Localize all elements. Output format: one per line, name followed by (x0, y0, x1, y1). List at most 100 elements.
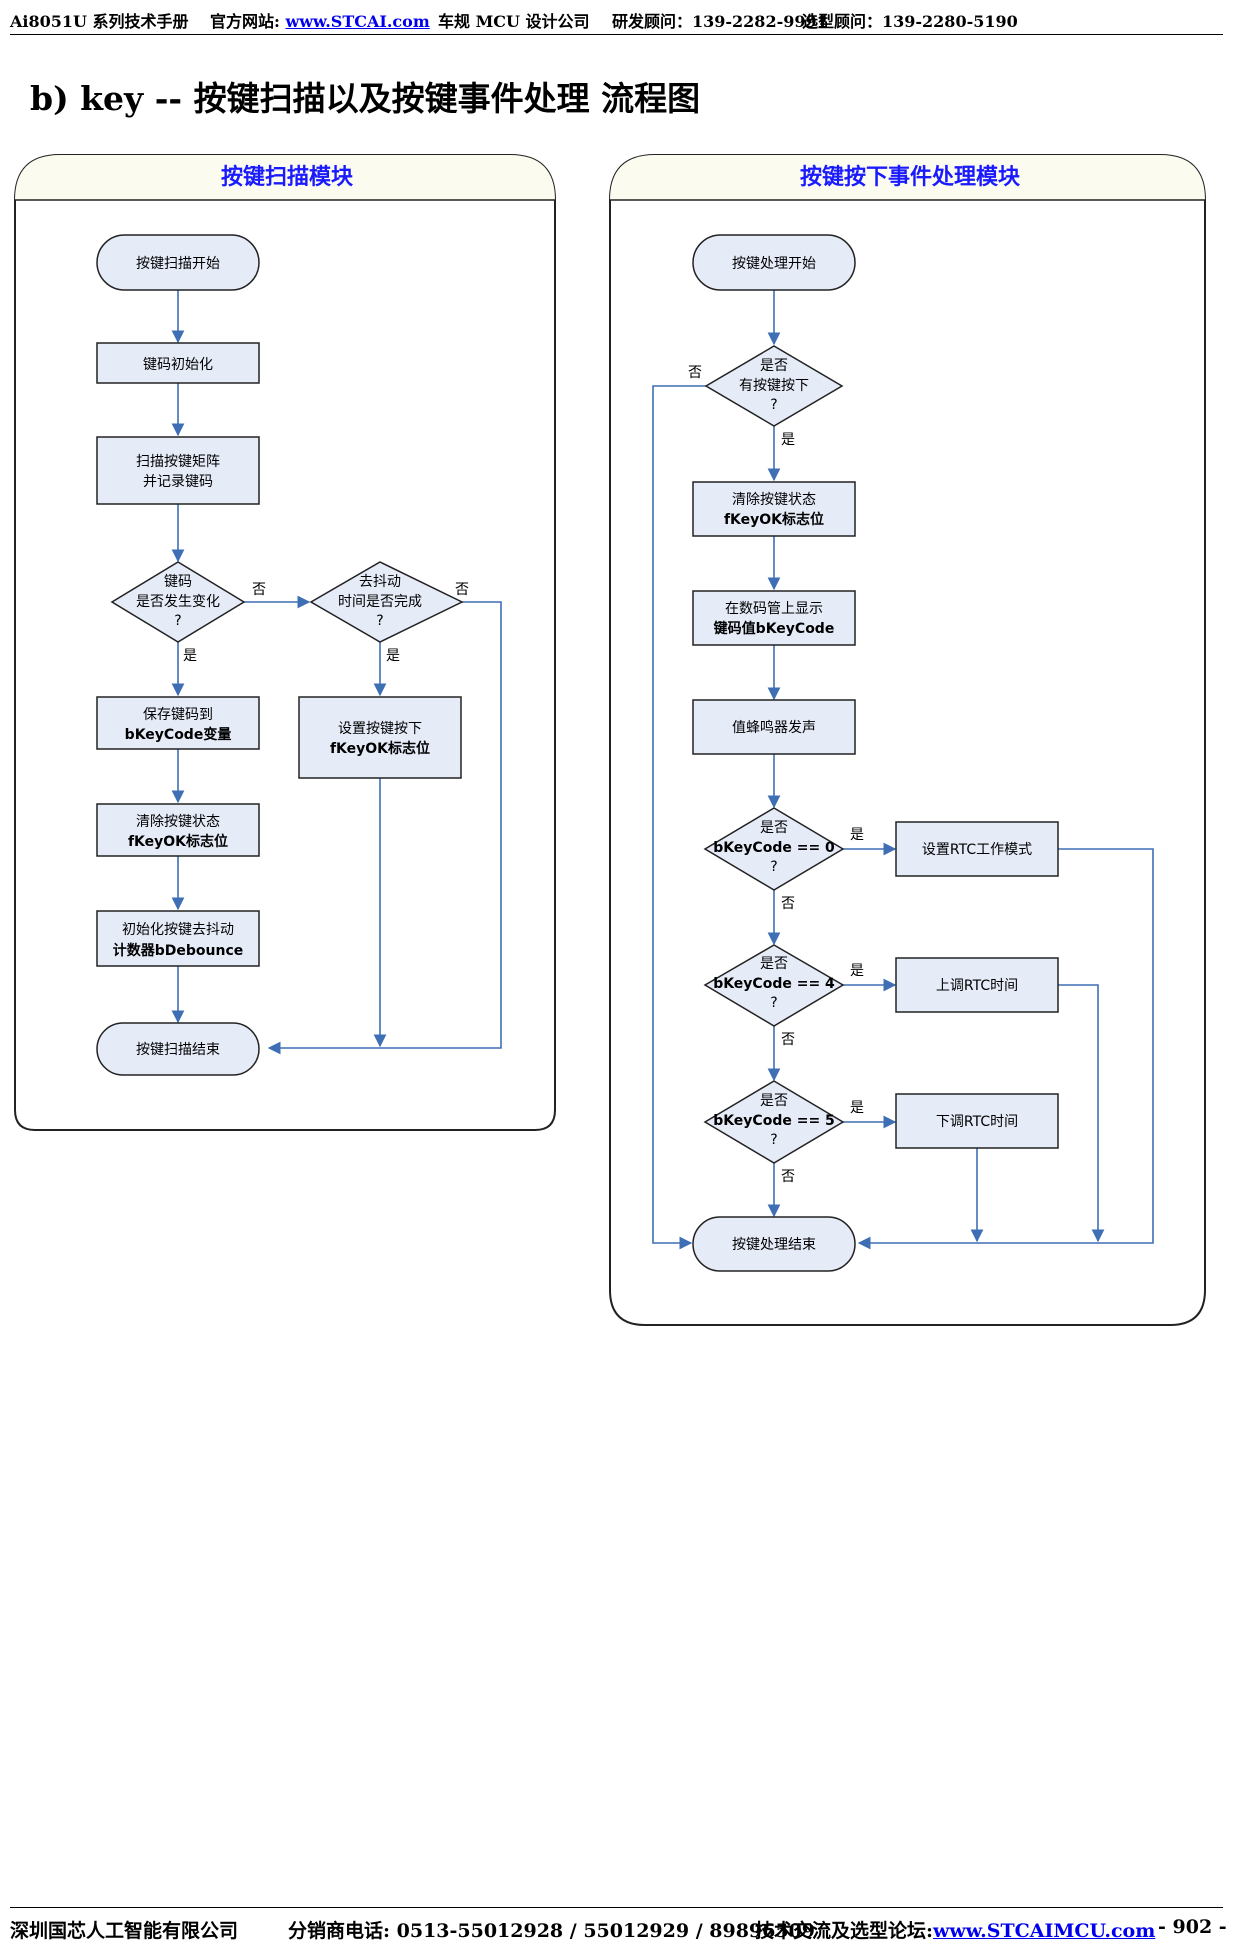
scan-matrix-process: 扫描按键矩阵 并记录键码 (96, 436, 260, 505)
keycode-0-line2: bKeyCode == 0 (713, 840, 835, 856)
right-connectors (652, 290, 1154, 1250)
left-panel-frame (14, 154, 556, 1131)
key-pressed-line3: ? (770, 397, 777, 413)
set-flag-process: 设置按键按下 fKeyOK标志位 (298, 696, 462, 779)
clear-flag-line1: 清除按键状态 (136, 814, 220, 830)
right-clear-flag-line1: 清除按键状态 (732, 492, 816, 508)
keycode-5-decision: 是否 bKeyCode == 5 ? (703, 1080, 845, 1164)
page-header: Ai8051U 系列技术手册 官方网站: www.STCAI.com 车规 MC… (10, 8, 1223, 32)
right-clear-flag-line2: fKeyOK标志位 (724, 511, 824, 528)
key-pressed-decision: 是否 有按键按下 ? (704, 345, 844, 427)
left-panel-header-band (15, 155, 555, 200)
clear-flag-line2: fKeyOK标志位 (128, 833, 228, 850)
debounce-done-decision: 去抖动 时间是否完成 ? (309, 561, 464, 643)
page-number: - 902 - (1158, 1916, 1227, 1938)
keycode-changed-decision: 键码 是否发生变化 ? (110, 561, 246, 643)
display-keycode-process: 在数码管上显示 键码值bKeyCode (692, 590, 856, 646)
website-link[interactable]: www.STCAI.com (285, 12, 430, 31)
selection-consultant: 选型顾问：139-2280-5190 (802, 12, 1018, 31)
forum-link[interactable]: www.STCAIMCU.com (933, 1920, 1156, 1942)
init-counter-line1: 初始化按键去抖动 (122, 921, 234, 938)
right-label-d4-no: 否 (781, 1032, 795, 1048)
right-label-d5-no: 否 (781, 1169, 795, 1185)
right-label-d0-no: 否 (781, 896, 795, 912)
key-pressed-line2: 有按键按下 (739, 378, 809, 394)
set-flag-line1: 设置按键按下 (338, 721, 422, 737)
keycode-0-line3: ? (770, 859, 777, 875)
keycode-4-decision: 是否 bKeyCode == 4 ? (703, 944, 845, 1027)
keycode-4-line3: ? (770, 995, 777, 1011)
company-name: 深圳国芯人工智能有限公司 (10, 1920, 239, 1942)
right-end-terminator: 按键处理结束 (692, 1216, 856, 1272)
save-keycode-line1: 保存键码到 (143, 707, 213, 723)
left-label-changed-yes: 是 (183, 648, 197, 664)
keycode-init-label: 键码初始化 (143, 356, 213, 373)
scan-matrix-line2: 并记录键码 (143, 474, 213, 490)
init-counter-line2: 计数器bDebounce (113, 942, 244, 959)
arrow-debounce-no (267, 601, 502, 1055)
rtc-mode-process: 设置RTC工作模式 (895, 821, 1059, 877)
display-keycode-line2: 键码值bKeyCode (713, 620, 835, 637)
keycode-changed-line1: 键码 (164, 574, 192, 590)
rtc-down-label: 下调RTC时间 (936, 1114, 1018, 1130)
rtc-mode-label: 设置RTC工作模式 (922, 842, 1032, 858)
save-keycode-process: 保存键码到 bKeyCode变量 (96, 696, 260, 750)
manual-title: Ai8051U 系列技术手册 (10, 12, 189, 31)
distributor-phone: 分销商电话: 0513-55012928 / 55012929 / 898965… (288, 1920, 816, 1942)
debounce-done-line2: 时间是否完成 (338, 594, 422, 610)
rd-consultant: 研发顾问：139-2282-9991 (612, 12, 828, 31)
right-label-d5-yes: 是 (850, 1100, 864, 1116)
debounce-done-line1: 去抖动 (359, 574, 401, 590)
scan-matrix-line1: 扫描按键矩阵 (136, 454, 220, 470)
right-label-pressed-no: 否 (688, 365, 702, 381)
keycode-4-line1: 是否 (760, 956, 788, 972)
right-start-label: 按键处理开始 (732, 256, 816, 272)
left-end-label: 按键扫描结束 (136, 1042, 220, 1058)
footer-divider (10, 1907, 1223, 1908)
keycode-0-decision: 是否 bKeyCode == 0 ? (703, 807, 845, 891)
keycode-changed-line3: ? (174, 613, 181, 629)
left-label-debounce-no: 否 (455, 582, 469, 598)
set-flag-line2: fKeyOK标志位 (330, 740, 430, 757)
right-label-pressed-yes: 是 (781, 432, 795, 448)
left-start-label: 按键扫描开始 (136, 256, 220, 272)
debounce-done-line3: ? (376, 613, 383, 629)
left-start-terminator: 按键扫描开始 (96, 234, 260, 291)
rtc-down-process: 下调RTC时间 (895, 1093, 1059, 1149)
arrow-rtcmode-end (857, 848, 1154, 1250)
page-title: b) key -- 按键扫描以及按键事件处理 流程图 (30, 79, 701, 118)
buzzer-label: 值蜂鸣器发声 (732, 719, 816, 736)
right-label-d4-yes: 是 (850, 963, 864, 979)
page-footer: 深圳国芯人工智能有限公司 分销商电话: 0513-55012928 / 5501… (10, 1916, 1227, 1943)
key-pressed-line1: 是否 (760, 358, 788, 374)
left-panel: 按键扫描模块 按键扫描开始 键码初始化 扫描按键矩阵 并记录键 (14, 154, 556, 1131)
right-clear-flag-process: 清除按键状态 fKeyOK标志位 (692, 481, 856, 537)
right-panel: 按键按下事件处理模块 按键处理开始 是否 有按键按下 (609, 154, 1206, 1326)
display-keycode-line1: 在数码管上显示 (725, 601, 823, 617)
right-label-d0-yes: 是 (850, 827, 864, 843)
forum-label: 技术交流及选型论坛: (755, 1920, 934, 1942)
left-end-terminator: 按键扫描结束 (96, 1022, 260, 1076)
keycode-changed-line2: 是否发生变化 (136, 594, 220, 610)
right-start-terminator: 按键处理开始 (692, 234, 856, 291)
left-label-changed-no: 否 (252, 582, 266, 598)
save-keycode-line2: bKeyCode变量 (125, 726, 232, 743)
keycode-5-line3: ? (770, 1132, 777, 1148)
buzzer-process: 值蜂鸣器发声 (692, 699, 856, 755)
keycode-4-line2: bKeyCode == 4 (713, 976, 835, 992)
left-connectors (171, 290, 502, 1055)
keycode-5-line1: 是否 (760, 1093, 788, 1109)
mcu-tagline: 车规 MCU 设计公司 (438, 12, 590, 31)
keycode-5-line2: bKeyCode == 5 (713, 1113, 835, 1129)
rtc-up-process: 上调RTC时间 (895, 957, 1059, 1013)
keycode-init-process: 键码初始化 (96, 342, 260, 384)
right-panel-header-band (610, 155, 1205, 200)
right-end-label: 按键处理结束 (732, 1237, 816, 1253)
left-label-debounce-yes: 是 (386, 648, 400, 664)
left-panel-title: 按键扫描模块 (221, 164, 354, 190)
right-panel-title: 按键按下事件处理模块 (800, 164, 1021, 190)
forum: 技术交流及选型论坛:www.STCAIMCU.com (755, 1916, 1155, 1943)
arrow-rtcup-end (1058, 984, 1105, 1243)
init-debounce-counter-process: 初始化按键去抖动 计数器bDebounce (96, 910, 260, 967)
